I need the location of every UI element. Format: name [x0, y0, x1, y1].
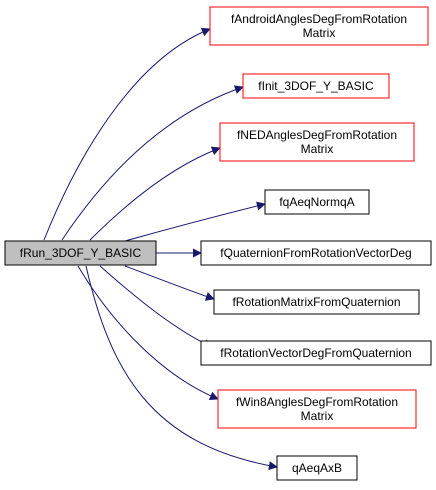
callee-node-ned-angles[interactable]: fNEDAnglesDegFromRotation Matrix	[219, 122, 415, 162]
callee-node-qaeqaxb[interactable]: qAeqAxB	[276, 455, 358, 481]
call-edges	[43, 27, 278, 471]
root-node[interactable]: fRun_3DOF_Y_BASIC	[4, 240, 157, 266]
callee-label: fRotationMatrixFromQuaternion	[232, 295, 400, 309]
callee-label: fQuaternionFromRotationVectorDeg	[220, 246, 411, 260]
call-nodes: fRun_3DOF_Y_BASIC fAndroidAnglesDegFromR…	[4, 6, 432, 481]
edge-to-android-angles	[43, 27, 211, 241]
edge-to-ned-angles	[89, 146, 221, 241]
edge-to-win8-angles	[77, 265, 219, 401]
callee-label-line-1: fWin8AnglesDegFromRotation	[236, 395, 398, 409]
callee-node-init-3dof[interactable]: fInit_3DOF_Y_BASIC	[242, 73, 390, 99]
callee-label-line-1: fAndroidAnglesDegFromRotation	[231, 12, 407, 26]
callee-label-line-2: Matrix	[301, 142, 334, 156]
callee-node-fqaeqnormqa[interactable]: fqAeqNormqA	[264, 189, 370, 215]
callee-label-line-2: Matrix	[303, 26, 336, 40]
callee-node-rotation-vector-from-quaternion[interactable]: fRotationVectorDegFromQuaternion	[200, 340, 432, 366]
edge-to-rotation-vector-from-quaternion	[99, 265, 213, 348]
callee-label: qAeqAxB	[292, 461, 342, 475]
callee-label-line-2: Matrix	[301, 409, 334, 423]
callee-node-win8-angles[interactable]: fWin8AnglesDegFromRotation Matrix	[217, 389, 417, 429]
edge-to-qaeqaxb	[85, 265, 278, 471]
edge-to-rotation-matrix-from-quaternion	[124, 265, 215, 301]
root-node-label: fRun_3DOF_Y_BASIC	[20, 246, 142, 260]
edge-to-init-3dof	[61, 85, 244, 241]
callee-label: fRotationVectorDegFromQuaternion	[220, 346, 411, 360]
callee-node-rotation-matrix-from-quaternion[interactable]: fRotationMatrixFromQuaternion	[213, 289, 420, 315]
callee-node-android-angles[interactable]: fAndroidAnglesDegFromRotation Matrix	[209, 6, 429, 46]
callee-label-line-1: fNEDAnglesDegFromRotation	[237, 128, 397, 142]
callee-node-quaternion-from-rotation-vector[interactable]: fQuaternionFromRotationVectorDeg	[200, 240, 432, 266]
callee-label: fInit_3DOF_Y_BASIC	[258, 79, 374, 93]
callee-label: fqAeqNormqA	[279, 195, 354, 209]
edge-to-fqaeqnormqa	[124, 201, 266, 242]
